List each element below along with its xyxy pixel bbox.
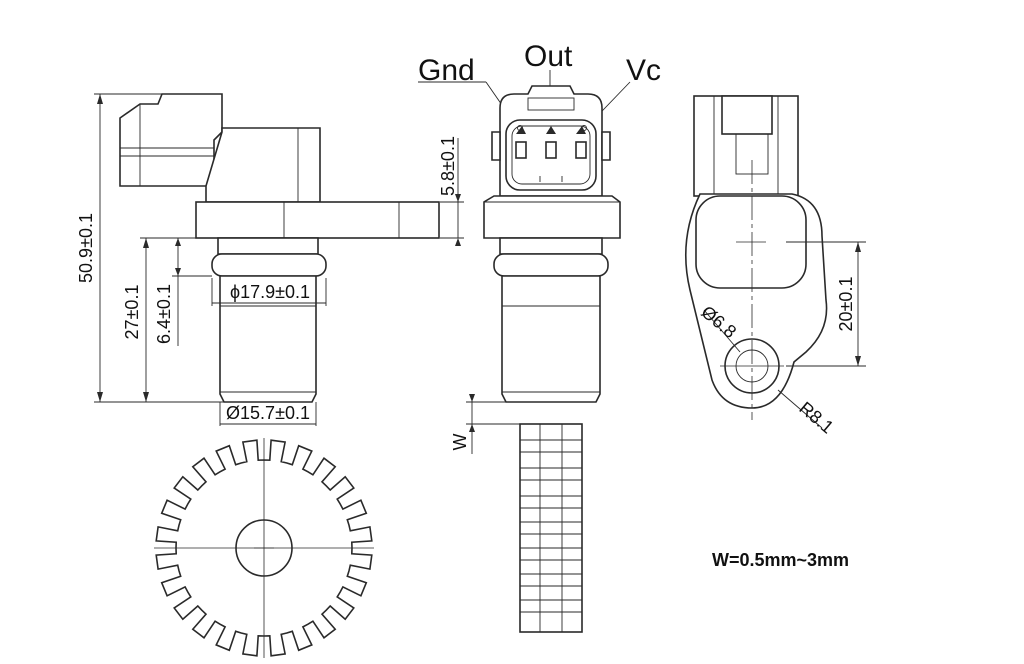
tone-wheel [154,438,374,658]
front-oring [493,253,609,277]
dim-flange-thickness: 5.8±0.1 [438,136,458,196]
dim-oring-diameter: ϕ17.9±0.1 [230,282,310,302]
dim-radius: R8.1 [795,398,837,438]
front-body [501,275,601,403]
gap-note: W=0.5mm~3mm [712,550,849,570]
side-view: 50.9±0.1 27±0.1 6.4±0.1 ϕ17.9±0.1 Ø15.7±… [76,93,440,426]
front-view: Gnd Out Vc [418,40,661,633]
side-flange [195,201,440,239]
side-housing [205,127,321,203]
pin-gnd-label: Gnd [418,54,475,87]
side-connector [119,93,223,187]
dim-hole-offset: 20±0.1 [836,277,856,332]
dim-tip-diameter: Ø15.7±0.1 [226,403,310,423]
pin-out [545,141,557,159]
tone-wheel-profile [519,423,583,633]
dim-oring-offset: 6.4±0.1 [154,284,174,344]
pin-vc-label: Vc [626,54,661,87]
pin-gnd [515,141,527,159]
pin-vc [575,141,587,159]
side-body [219,275,317,403]
pin-out-label: Out [524,40,573,73]
dim-total-height: 50.9±0.1 [76,213,96,283]
dim-body-height: 27±0.1 [122,285,142,340]
side-oring [211,253,327,277]
end-view: 20±0.1 Ø6.8 R8.1 [684,95,866,438]
dim-gap: W [450,434,470,451]
